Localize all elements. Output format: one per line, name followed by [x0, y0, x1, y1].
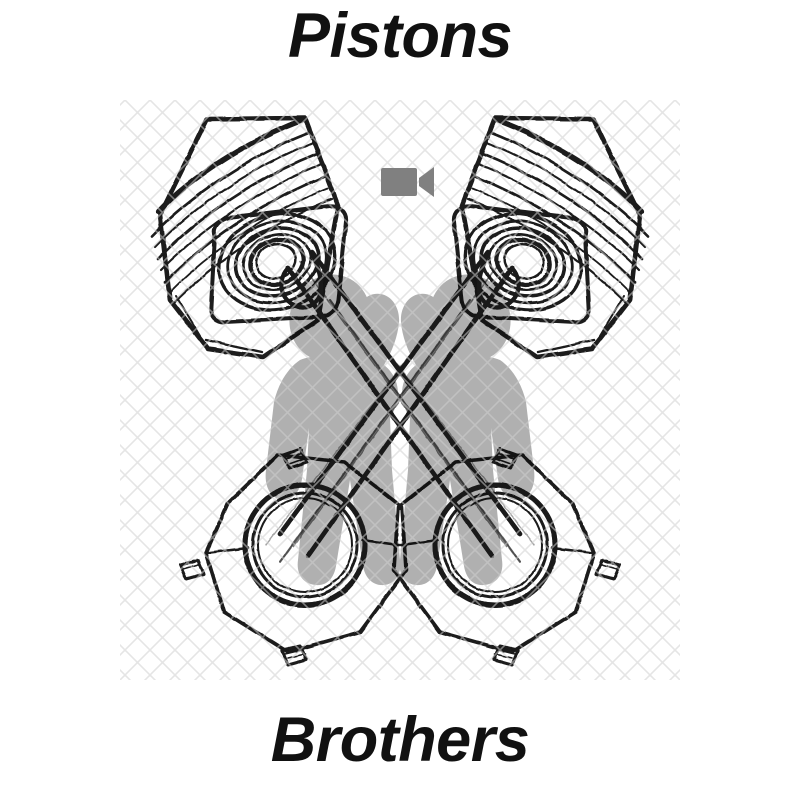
conrod-right-overlay	[277, 249, 521, 563]
page-title-top: Pistons	[287, 1, 513, 71]
page-title-bottom: Brothers	[270, 705, 530, 775]
video-camera-icon[interactable]	[381, 165, 435, 199]
conrod-left-overlay	[279, 249, 523, 563]
